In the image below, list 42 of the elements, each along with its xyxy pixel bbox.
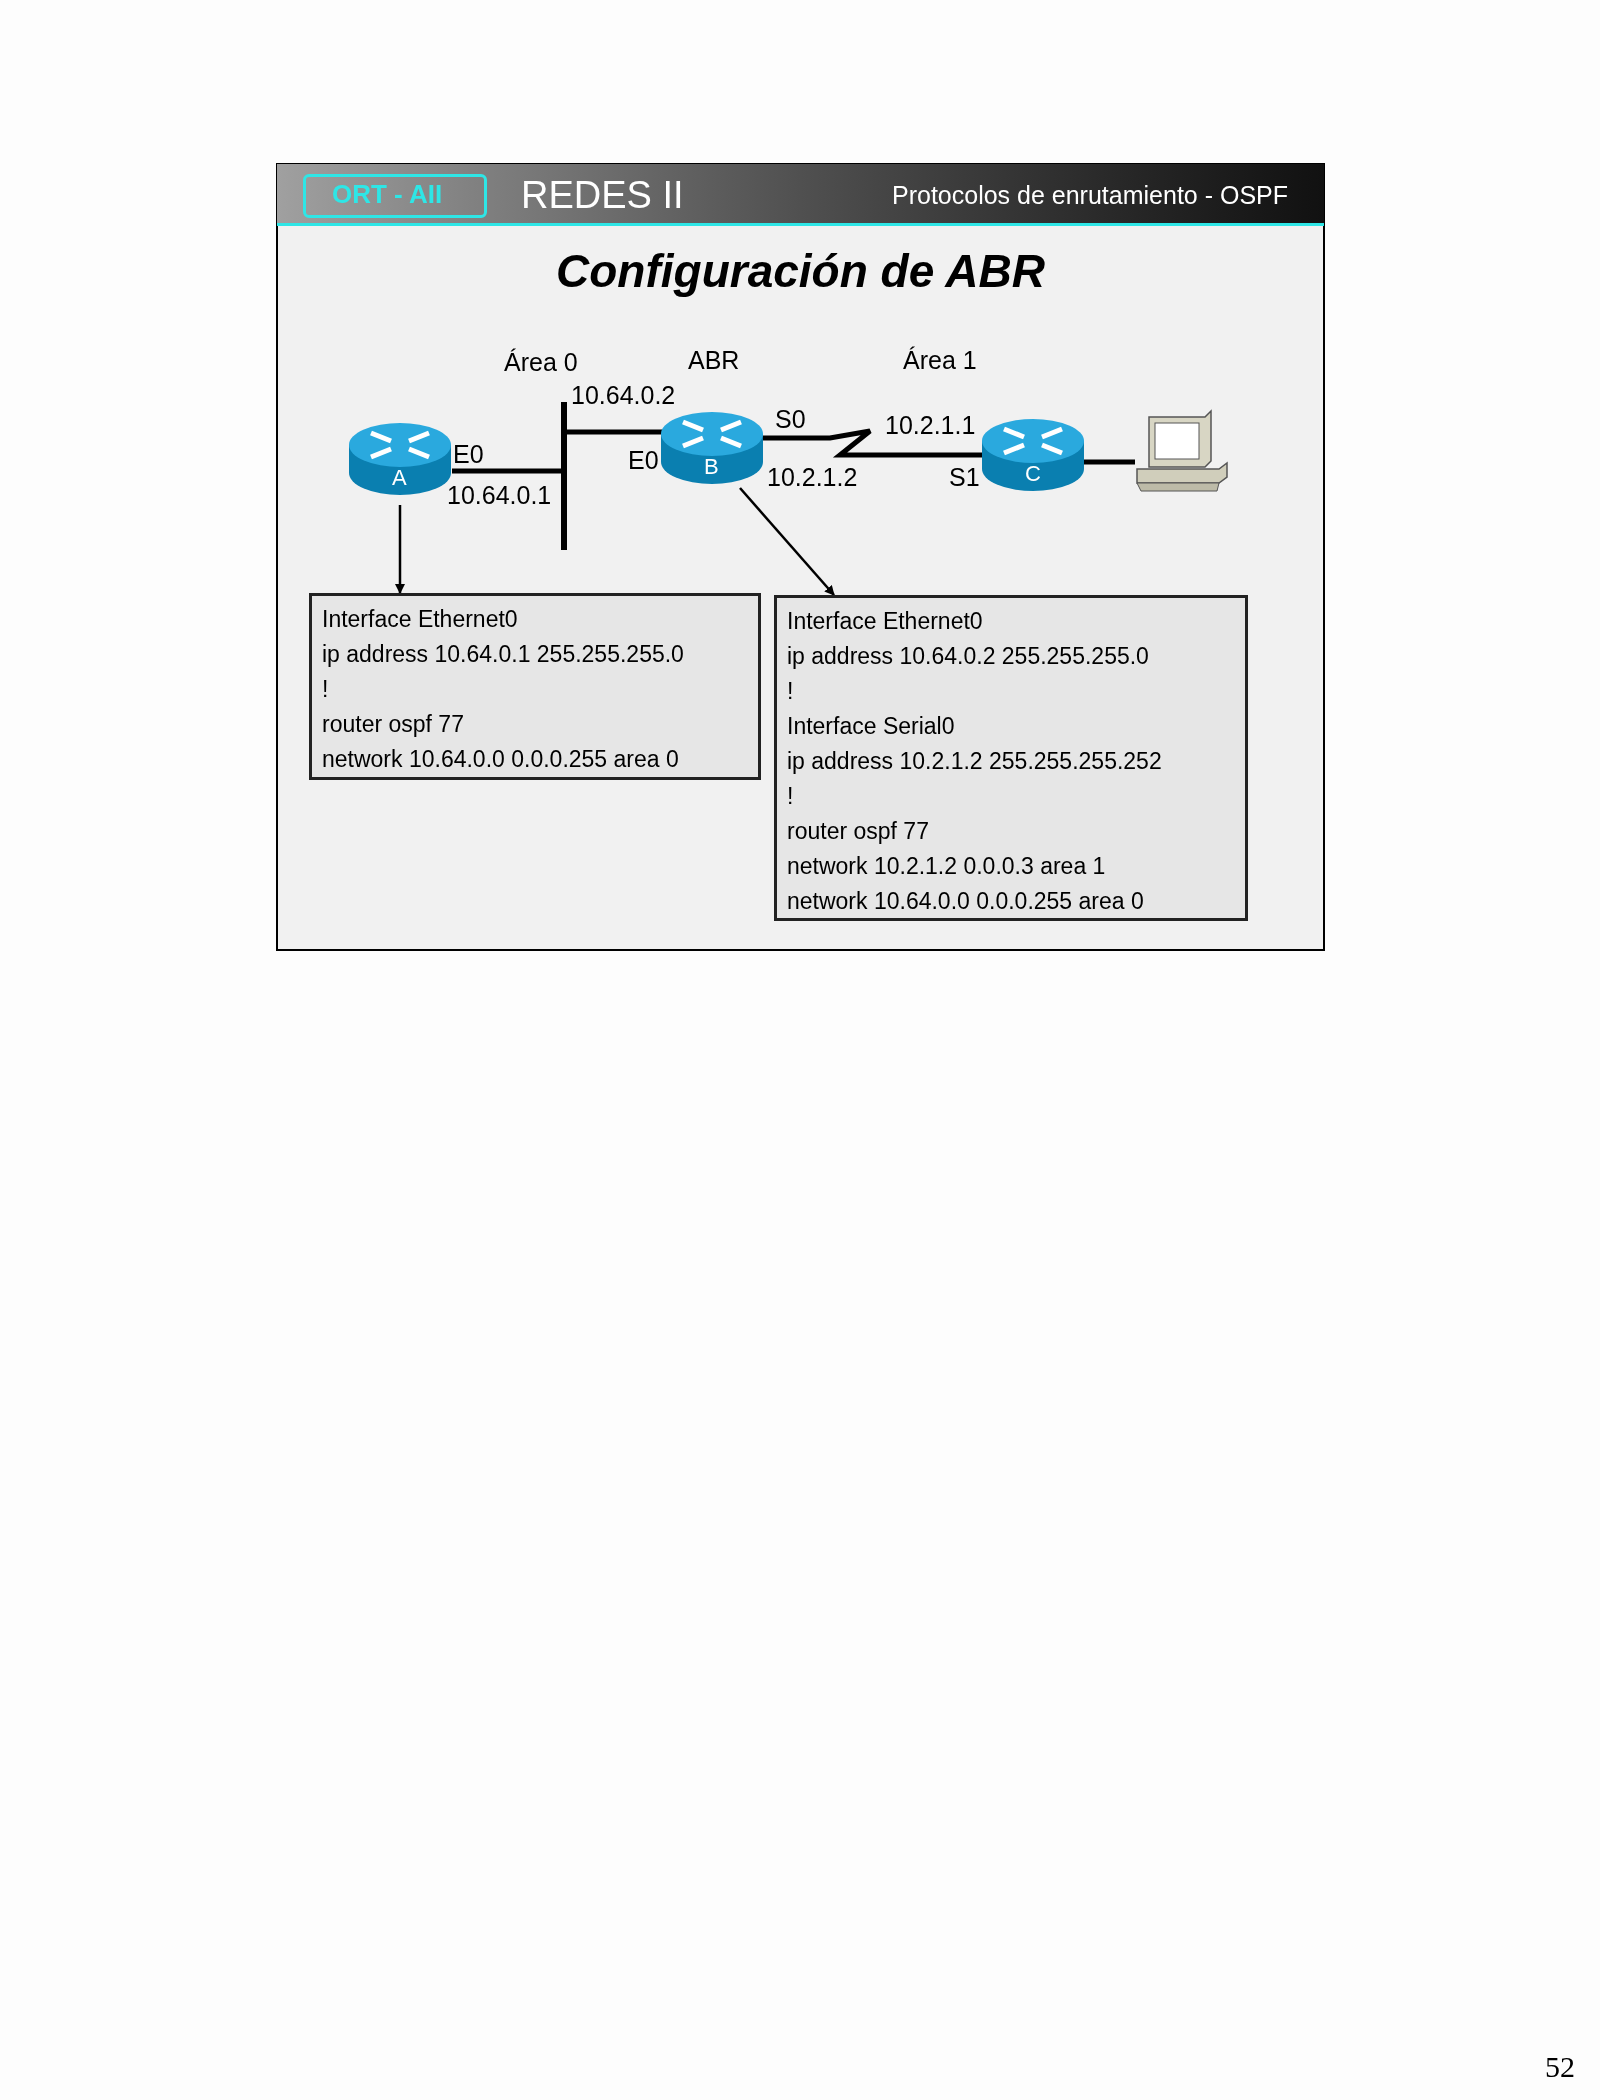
network-link <box>761 428 984 458</box>
config-box <box>309 593 761 780</box>
network-link <box>452 468 561 474</box>
network-link <box>1084 459 1135 465</box>
header-subtitle: Protocolos de enrutamiento - OSPF <box>892 180 1289 211</box>
config-line: ! <box>322 675 329 704</box>
config-line: ip address 10.64.0.2 255.255.255.0 <box>787 642 1149 671</box>
config-line: ip address 10.2.1.2 255.255.255.252 <box>787 747 1162 776</box>
router-label: B <box>704 456 719 478</box>
ip-label: 10.2.1.2 <box>767 462 858 493</box>
config-line: ! <box>787 677 794 706</box>
config-line: Interface Ethernet0 <box>322 605 518 634</box>
config-line: network 10.2.1.2 0.0.0.3 area 1 <box>787 852 1106 881</box>
arrow <box>739 487 835 596</box>
course-title: REDES II <box>521 173 684 218</box>
area-label: Área 1 <box>903 345 977 376</box>
abr-label: ABR <box>688 345 740 376</box>
ip-label: 10.64.0.1 <box>447 480 552 511</box>
badge-label: ORT - AII <box>332 178 443 211</box>
config-line: ! <box>787 782 794 811</box>
config-line: network 10.64.0.0 0.0.0.255 area 0 <box>322 745 679 774</box>
network-bus <box>561 402 567 550</box>
config-line: Interface Ethernet0 <box>787 607 983 636</box>
config-box <box>774 595 1248 921</box>
network-link <box>567 429 663 435</box>
area-label: Área 0 <box>504 347 578 378</box>
interface-label: E0 <box>453 439 484 470</box>
config-line: router ospf 77 <box>787 817 929 846</box>
config-line: network 10.64.0.0 0.0.0.255 area 0 <box>787 887 1144 916</box>
arrow <box>395 505 405 594</box>
ip-label: 10.64.0.2 <box>571 380 676 411</box>
page-number: 52 <box>1545 2049 1575 2085</box>
interface-label: S1 <box>949 462 980 493</box>
router-label: C <box>1025 463 1041 485</box>
router-label: A <box>392 467 407 489</box>
interface-label: S0 <box>775 404 806 435</box>
config-line: Interface Serial0 <box>787 712 955 741</box>
config-line: router ospf 77 <box>322 710 464 739</box>
ip-label: 10.2.1.1 <box>885 410 976 441</box>
interface-label: E0 <box>628 445 659 476</box>
slide-title: Configuración de ABR <box>555 244 1046 299</box>
config-line: ip address 10.64.0.1 255.255.255.0 <box>322 640 684 669</box>
